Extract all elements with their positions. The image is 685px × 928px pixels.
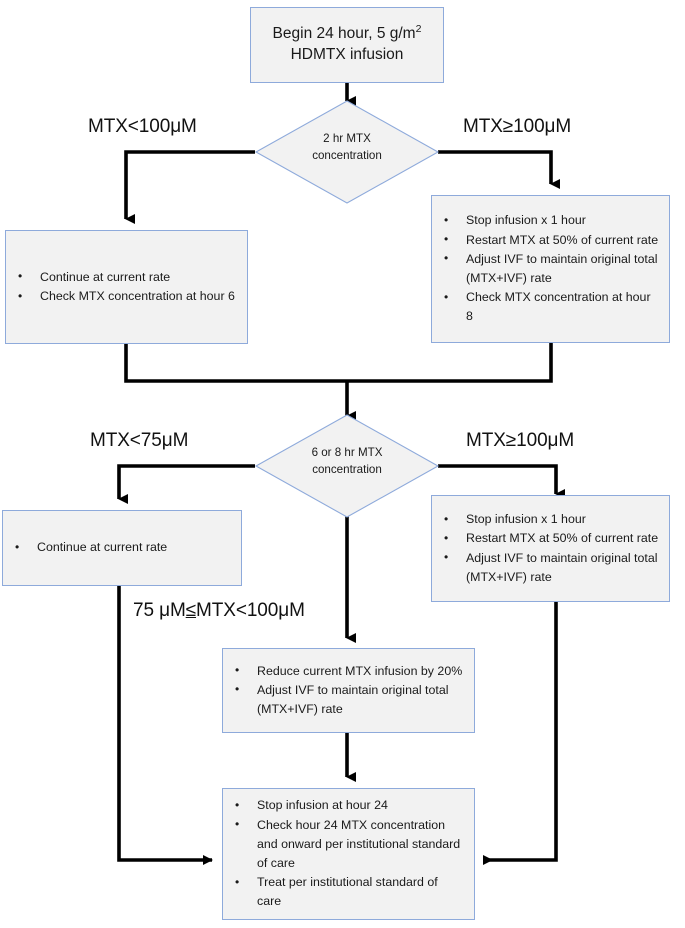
node-stop-restart-adjust-list: Stop infusion x 1 hour Restart MTX at 50… — [432, 510, 669, 587]
edge-leftbox-to-bus — [124, 344, 347, 383]
list-item: Adjust IVF to maintain original total (M… — [235, 680, 464, 719]
edge-label-6or8-middle: 75 μM≤MTX<100μM — [133, 600, 305, 622]
edge-stoprestart-to-final — [483, 602, 558, 865]
edge-label-middle-operator: ≤ — [185, 600, 197, 621]
edge-continue-to-final — [117, 586, 213, 865]
list-item: Stop infusion at hour 24 — [235, 796, 464, 815]
node-continue-current-rate: Continue at current rate — [2, 510, 242, 586]
edge-label-middle-post: MTX<100μM — [196, 600, 305, 621]
decision-diamond-2hr — [254, 100, 440, 204]
edge-decision-6or8-left — [117, 464, 255, 504]
list-item: Stop infusion x 1 hour — [444, 510, 659, 529]
list-item: Continue at current rate — [15, 538, 231, 557]
list-item: Restart MTX at 50% of current rate — [444, 230, 659, 250]
node-reduce-infusion-20-list: Reduce current MTX infusion by 20% Adjus… — [223, 661, 474, 720]
edge-label-6or8-left: MTX<75μM — [90, 430, 189, 451]
edge-rightbox-to-bus — [347, 343, 553, 383]
edge-label-2hr-right: MTX≥100μM — [463, 116, 572, 137]
node-stop-restart-adjust: Stop infusion x 1 hour Restart MTX at 50… — [431, 495, 670, 602]
list-item: Check MTX concentration at hour 6 — [18, 286, 237, 306]
list-item: Check hour 24 MTX concentration and onwa… — [235, 815, 464, 874]
decision-diamond-6or8hr — [254, 414, 440, 518]
node-stop-hour24-final-list: Stop infusion at hour 24 Check hour 24 M… — [223, 796, 474, 911]
list-item: Treat per institutional standard of care — [235, 873, 464, 911]
list-item: Check MTX concentration at hour 8 — [444, 288, 659, 326]
list-item: Adjust IVF to maintain original total (M… — [444, 548, 659, 587]
edge-label-6or8-right: MTX≥100μM — [466, 430, 575, 451]
edge-decision-6or8-right — [438, 464, 565, 499]
node-continue-check-hour6-list: Continue at current rate Check MTX conce… — [6, 267, 247, 306]
node-start-line1: Begin 24 hour, 5 g/m — [272, 25, 416, 43]
node-continue-check-hour6: Continue at current rate Check MTX conce… — [5, 230, 248, 344]
list-item: Adjust IVF to maintain original total (M… — [444, 249, 659, 288]
list-item: Continue at current rate — [18, 267, 237, 287]
node-reduce-infusion-20: Reduce current MTX infusion by 20% Adjus… — [222, 648, 475, 733]
list-item: Stop infusion x 1 hour — [444, 211, 659, 230]
node-stop-restart-check-hour8-list: Stop infusion x 1 hour Restart MTX at 50… — [432, 211, 669, 326]
edge-decision-2hr-left — [124, 150, 255, 224]
edge-label-2hr-left: MTX<100μM — [88, 116, 197, 137]
list-item: Reduce current MTX infusion by 20% — [235, 661, 464, 681]
node-continue-current-rate-list: Continue at current rate — [3, 538, 241, 557]
node-start-superscript: 2 — [415, 22, 422, 35]
edge-decision-2hr-right — [438, 150, 560, 189]
node-stop-hour24-final: Stop infusion at hour 24 Check hour 24 M… — [222, 788, 475, 920]
edge-label-middle-pre: 75 μM — [133, 600, 186, 621]
node-start-line2: HDMTX infusion — [290, 46, 404, 63]
node-stop-restart-check-hour8: Stop infusion x 1 hour Restart MTX at 50… — [431, 195, 670, 343]
list-item: Restart MTX at 50% of current rate — [444, 529, 659, 548]
